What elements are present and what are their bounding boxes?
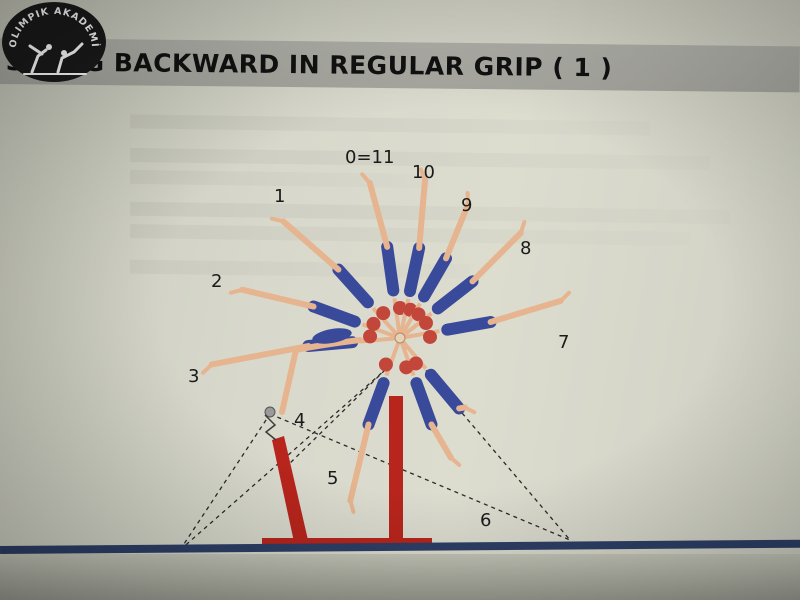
gymnast-figure: [270, 216, 402, 340]
gymnast-foot: [270, 216, 286, 224]
position-label-5: 5: [327, 468, 339, 489]
gymnast-head: [422, 329, 437, 344]
gymnast-figure: [398, 190, 472, 339]
gymnast-figure: [347, 337, 402, 514]
gymnast-torso: [403, 242, 426, 298]
rotation-axis: [394, 332, 406, 344]
olimpik-akademi-logo: OLIMPIK AKADEMİ: [2, 2, 106, 82]
gymnast-legs: [366, 179, 391, 250]
position-label-7: 7: [558, 332, 570, 353]
gymnast-torso: [381, 240, 400, 297]
gymnast-figure: [398, 220, 527, 340]
gymnast-torso: [307, 300, 361, 328]
dashed-line: [269, 413, 571, 541]
gymnast-head: [366, 316, 381, 331]
gymnast-legs: [428, 421, 454, 461]
gymnast-figure: [228, 286, 401, 340]
gymnast-torso: [441, 316, 497, 336]
position-label-6: 6: [480, 510, 492, 531]
gymnast-legs: [280, 218, 342, 273]
gymnast-legs: [487, 297, 564, 326]
gymnast-torso: [424, 368, 466, 415]
bottom-strip: [0, 554, 800, 600]
position-label-4: 4: [294, 410, 306, 431]
gymnast-torso: [431, 275, 479, 315]
uneven-bars-apparatus: [262, 396, 432, 548]
gymnast-torso: [332, 263, 374, 309]
position-label-1: 1: [274, 186, 286, 207]
gymnast-head: [418, 316, 433, 330]
gymnast-foot: [558, 290, 572, 303]
gymnast-head: [378, 357, 393, 372]
gymnast-foot: [228, 287, 245, 295]
bar-upright: [389, 396, 403, 542]
cable: [264, 414, 277, 441]
gymnast-positions: [201, 167, 572, 514]
position-label-3: 3: [188, 366, 200, 387]
gymnast-torso: [362, 377, 390, 431]
bar-rail: [264, 406, 276, 418]
dashed-lines: [179, 339, 571, 551]
gymnast-head: [408, 356, 423, 371]
gymnast-legs: [416, 176, 429, 252]
gymnast-foot: [418, 167, 428, 182]
gymnast-legs: [347, 421, 372, 504]
position-label-10: 10: [412, 162, 435, 183]
position-label-0-11: 0=11: [345, 147, 395, 168]
gymnast-figure: [398, 336, 477, 415]
gymnast-legs: [208, 343, 312, 368]
gymnast-head: [376, 306, 391, 321]
position-label-2: 2: [211, 271, 223, 292]
gymnast-figure: [360, 172, 407, 339]
gymnast-legs: [239, 286, 317, 310]
gymnast-foot: [462, 405, 477, 415]
gymnast-foot: [518, 220, 527, 236]
position-label-8: 8: [520, 238, 532, 259]
logo-emblem: OLIMPIK AKADEMİ: [8, 6, 99, 75]
gymnast-torso: [410, 377, 438, 431]
position-label-9: 9: [461, 195, 473, 216]
gymnast-figure: [279, 328, 363, 415]
gymnast-figure: [399, 290, 572, 344]
gymnast-foot: [448, 455, 462, 467]
gymnast-figure: [398, 337, 462, 467]
dashed-line: [179, 413, 271, 551]
gymnast-torso: [418, 252, 452, 303]
gymnast-legs: [469, 230, 524, 285]
gymnast-foot: [201, 362, 214, 375]
gymnast-foot: [360, 172, 372, 185]
gymnast-head: [363, 329, 378, 344]
bar-upright-slanted: [272, 436, 308, 542]
gymnast-legs: [443, 201, 472, 262]
gymnast-foot: [348, 498, 356, 514]
